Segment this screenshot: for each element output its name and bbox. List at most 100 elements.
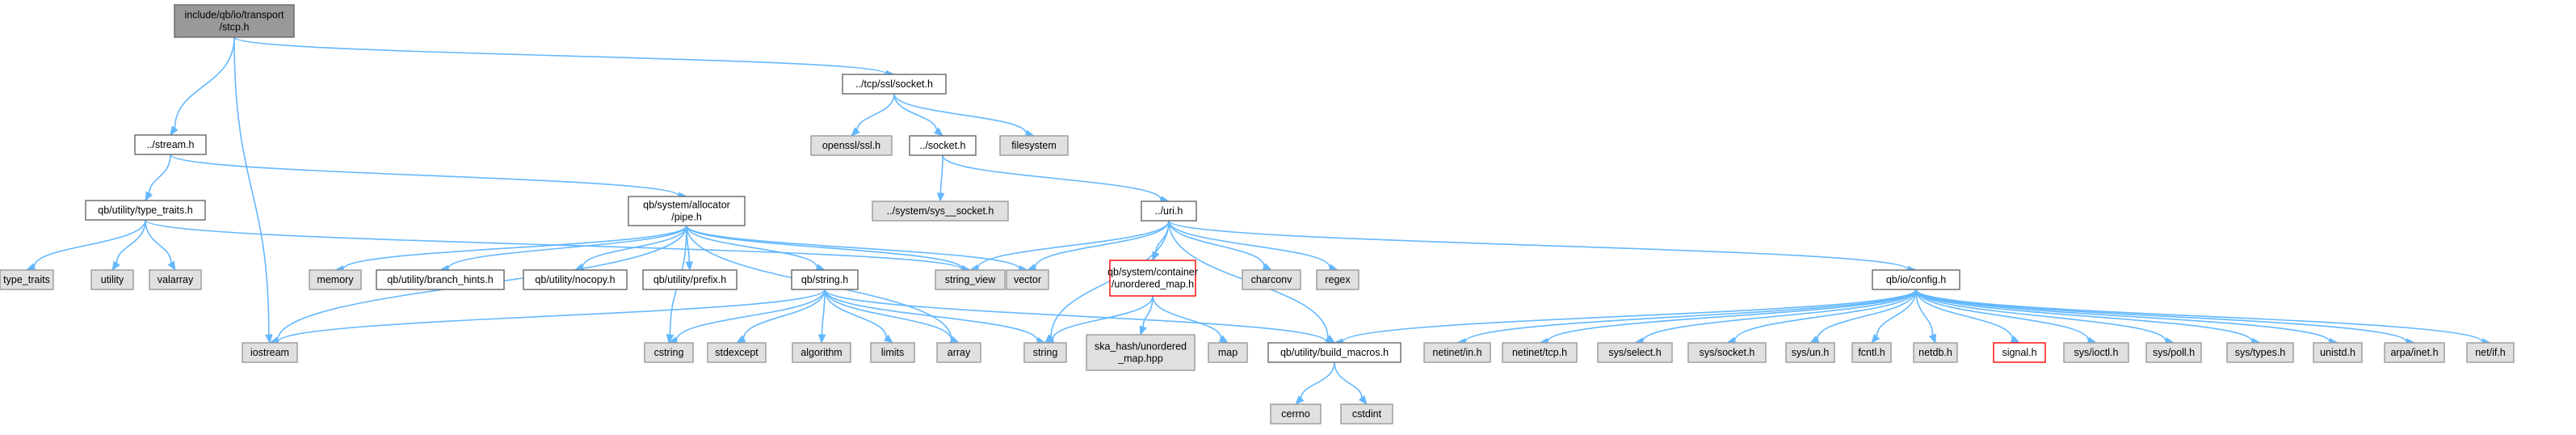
node-label: sys/ioctl.h xyxy=(2074,347,2119,358)
node-regex: regex xyxy=(1316,269,1359,290)
edge-config-to-sysselect xyxy=(1642,289,1917,342)
arrowhead-stream-to-typetraitsh xyxy=(145,191,153,202)
edge-config-to-buildmacros xyxy=(1342,289,1917,343)
node-box xyxy=(2063,342,2129,363)
node-label: /pipe.h xyxy=(671,212,702,223)
node-pipe[interactable]: qb/system/allocator/pipe.h xyxy=(628,196,746,226)
node-label: regex xyxy=(1325,274,1351,285)
node-systypes: sys/types.h xyxy=(2226,342,2294,363)
node-label: limits xyxy=(881,347,904,358)
node-box xyxy=(1023,342,1067,363)
edge-unordered_map-to-string xyxy=(1052,295,1154,340)
node-syssocketh: sys/socket.h xyxy=(1687,342,1767,363)
node-label: sys/types.h xyxy=(2235,347,2286,358)
arrowhead-pipe-to-prefix xyxy=(685,261,693,272)
node-branchhints[interactable]: qb/utility/branch_hints.h xyxy=(376,269,505,290)
node-box xyxy=(90,269,134,290)
node-label: qb/utility/nocopy.h xyxy=(535,274,615,285)
node-label: valarray xyxy=(158,274,194,285)
node-label: memory xyxy=(317,274,354,285)
node-uri[interactable]: ../uri.h xyxy=(1141,201,1197,222)
node-vector: vector xyxy=(1006,269,1049,290)
node-label: sys/poll.h xyxy=(2153,347,2195,358)
arrowhead-unordered_map-to-map xyxy=(1218,335,1229,344)
edge-uri-to-regex xyxy=(1168,220,1331,268)
edge-tcpssl-to-socketh xyxy=(893,93,938,131)
node-label: netinet/in.h xyxy=(1432,347,1481,358)
node-label: cstdint xyxy=(1352,408,1382,420)
node-socketh[interactable]: ../socket.h xyxy=(909,135,977,156)
node-label: unistd.h xyxy=(2320,347,2355,358)
node-box xyxy=(2466,342,2515,363)
node-qbstring[interactable]: qb/string.h xyxy=(791,269,859,290)
node-nocopy[interactable]: qb/utility/nocopy.h xyxy=(523,269,628,290)
edge-buildmacros-to-cstdint xyxy=(1334,361,1363,399)
arrowhead-config-to-netdb xyxy=(1928,333,1936,344)
node-label: netdb.h xyxy=(1918,347,1952,358)
node-label: ../socket.h xyxy=(920,140,966,151)
node-box xyxy=(870,342,915,363)
node-label: filesystem xyxy=(1011,140,1057,151)
node-netif: net/if.h xyxy=(2466,342,2515,363)
node-box xyxy=(2384,342,2445,363)
node-label: array xyxy=(948,347,971,358)
node-typetraitsh[interactable]: qb/utility/type_traits.h xyxy=(85,200,206,221)
edge-qbstring-to-algorithm xyxy=(821,289,826,336)
node-box xyxy=(628,196,746,226)
node-box xyxy=(309,269,362,290)
node-box xyxy=(935,269,1006,290)
arrowhead-config-to-fcntl xyxy=(1871,333,1881,344)
node-box xyxy=(1109,260,1196,297)
node-label: string_view xyxy=(945,274,996,285)
node-label: qb/system/allocator xyxy=(643,200,730,211)
edge-config-to-signal xyxy=(1915,289,2013,340)
node-label: ../uri.h xyxy=(1155,205,1183,217)
edge-typetraitsh-to-utility xyxy=(116,219,146,264)
arrowhead-qbstring-to-algorithm xyxy=(817,334,826,344)
node-box xyxy=(174,4,295,38)
node-openssl: openssl/ssl.h xyxy=(810,135,893,156)
node-box xyxy=(1086,334,1196,371)
edge-pipe-to-nocopy xyxy=(582,225,687,268)
node-label: /stcp.h xyxy=(220,22,250,33)
edge-stream-to-pipe xyxy=(170,154,679,196)
node-label: string xyxy=(1033,347,1058,358)
node-box xyxy=(242,342,298,363)
arrowhead-tcpssl-to-socketh xyxy=(933,127,944,137)
node-netinetin: netinet/in.h xyxy=(1423,342,1491,363)
node-stream[interactable]: ../stream.h xyxy=(134,134,207,155)
node-root[interactable]: include/qb/io/transport/stcp.h xyxy=(174,4,295,38)
node-label: signal.h xyxy=(2002,347,2036,358)
edge-qbstring-to-stdexcept xyxy=(742,289,826,339)
edge-uri-to-unordered_map xyxy=(1154,220,1170,253)
node-buildmacros[interactable]: qb/utility/build_macros.h xyxy=(1267,342,1401,363)
node-box xyxy=(1785,342,1835,363)
arrowhead-buildmacros-to-cstdint xyxy=(1358,395,1368,406)
edge-qbstring-to-string xyxy=(824,289,1039,341)
node-label: ../tcp/ssl/socket.h xyxy=(855,78,933,90)
node-box xyxy=(1597,342,1673,363)
node-cstdint: cstdint xyxy=(1340,403,1393,424)
node-sysioctl: sys/ioctl.h xyxy=(2063,342,2129,363)
edge-config-to-netif xyxy=(1915,289,2483,343)
node-box xyxy=(1872,269,1960,290)
node-signal[interactable]: signal.h xyxy=(1993,342,2046,363)
node-box xyxy=(872,201,1009,222)
arrowhead-uri-to-unordered_map xyxy=(1152,251,1160,262)
node-label: qb/io/config.h xyxy=(1886,274,1946,285)
node-tcpssl[interactable]: ../tcp/ssl/socket.h xyxy=(842,74,947,95)
node-label: ska_hash/unordered xyxy=(1095,341,1187,353)
node-box xyxy=(2313,342,2363,363)
edge-pipe-to-memory xyxy=(342,225,687,270)
node-array: array xyxy=(936,342,981,363)
node-unordered_map[interactable]: qb/system/container/unordered_map.h xyxy=(1107,260,1198,297)
node-valarray: valarray xyxy=(149,269,202,290)
edge-unordered_map-to-map xyxy=(1152,295,1222,339)
node-box xyxy=(2145,342,2202,363)
node-prefix[interactable]: qb/utility/prefix.h xyxy=(642,269,738,290)
node-config[interactable]: qb/io/config.h xyxy=(1872,269,1960,290)
node-box xyxy=(376,269,505,290)
edge-pipe-to-qbstring xyxy=(686,225,818,268)
node-arpainet: arpa/inet.h xyxy=(2384,342,2445,363)
node-box xyxy=(149,269,202,290)
